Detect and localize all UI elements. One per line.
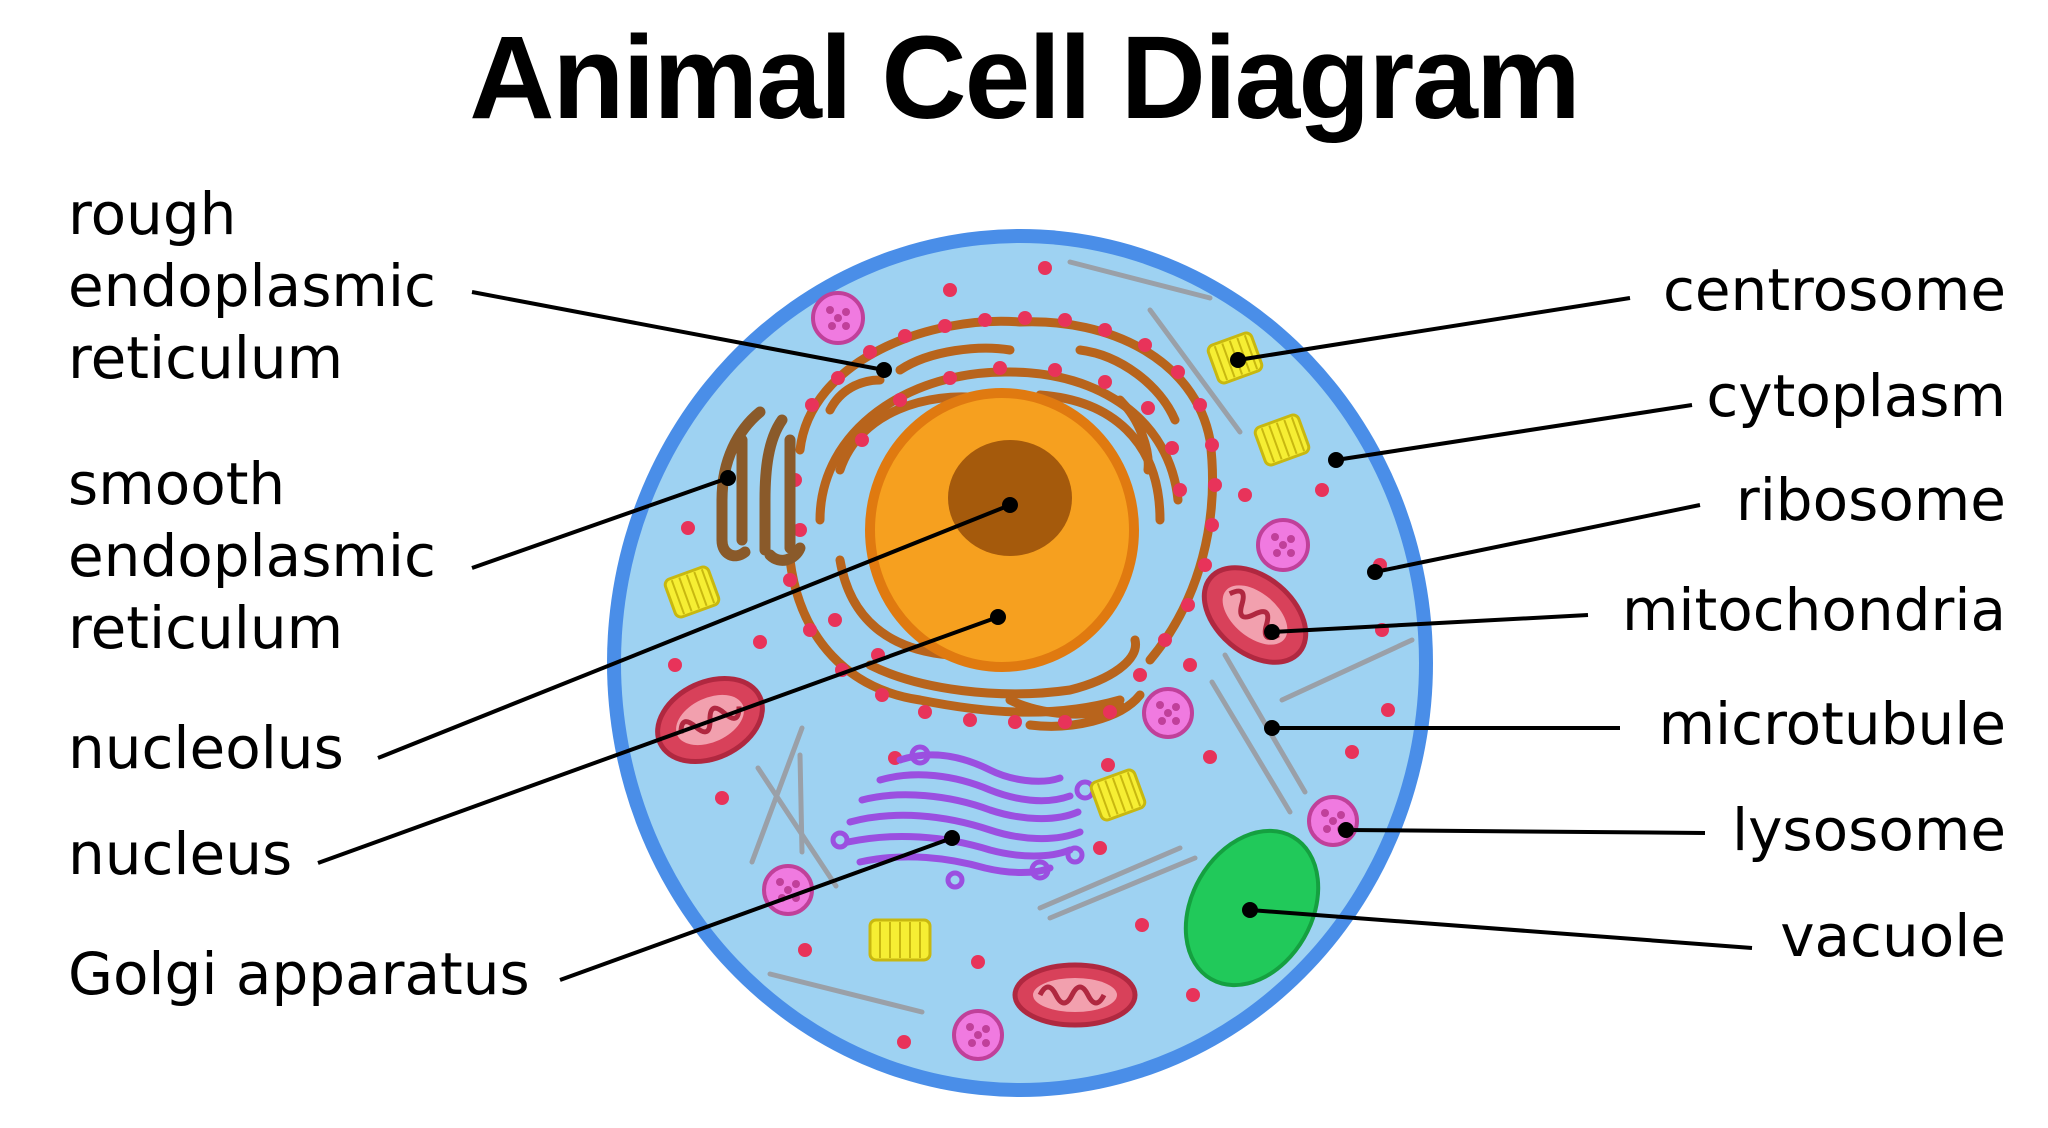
label-nucleus: nucleus: [68, 820, 293, 888]
label-rough-er: rough endoplasmic reticulum: [68, 180, 436, 392]
pointer-dots: [720, 352, 1383, 918]
label-microtubule: microtubule: [1658, 690, 2006, 758]
label-lysosome: lysosome: [1731, 796, 2006, 864]
er-ribosomes: [783, 311, 1222, 729]
golgi-apparatus: [844, 751, 1084, 876]
centrosomes: [663, 331, 1311, 962]
mitochondria: [655, 565, 1309, 1028]
label-ribosome: ribosome: [1735, 466, 2006, 534]
label-cytoplasm: cytoplasm: [1706, 362, 2006, 430]
label-vacuole: vacuole: [1780, 902, 2006, 970]
smooth-endoplasmic-reticulum: [716, 406, 806, 566]
leader-lines: [317, 290, 1753, 982]
label-smooth-er: smooth endoplasmic reticulum: [68, 450, 436, 662]
page-title: Animal Cell Diagram: [469, 12, 1581, 144]
label-mitochondria: mitochondria: [1621, 576, 2006, 644]
label-golgi-apparatus: Golgi apparatus: [68, 940, 530, 1008]
label-centrosome: centrosome: [1662, 256, 2006, 324]
label-nucleolus: nucleolus: [68, 714, 344, 782]
microtubules: [749, 259, 1415, 1015]
